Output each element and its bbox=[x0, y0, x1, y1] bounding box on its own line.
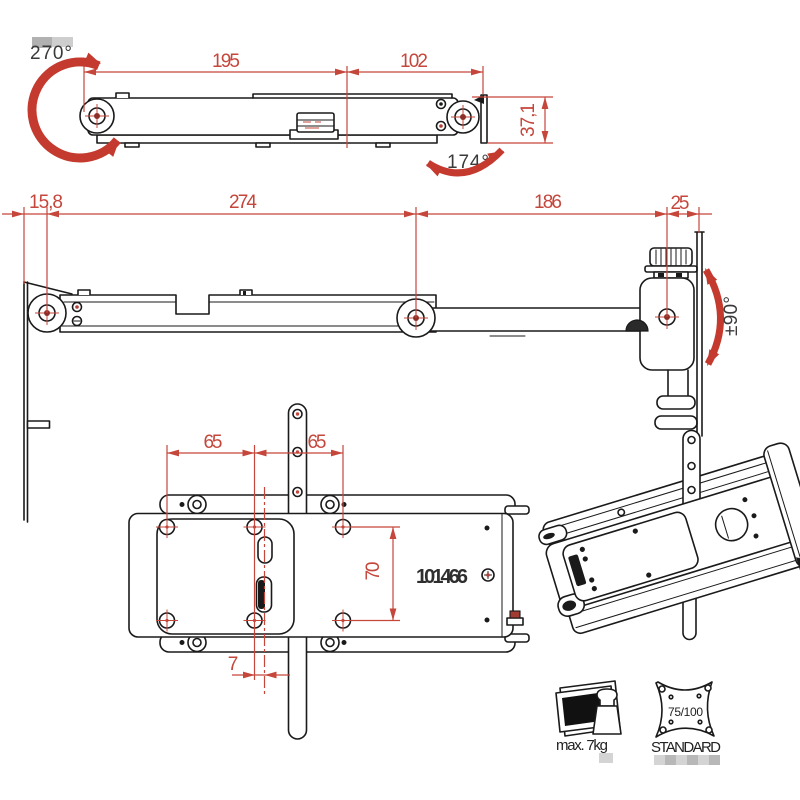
angle-270: 270° bbox=[30, 43, 72, 64]
perspective-view bbox=[538, 429, 800, 641]
dim-186: 186 bbox=[534, 192, 562, 213]
watermark-blur-weight bbox=[599, 753, 613, 763]
dim-7: 7 bbox=[228, 654, 239, 675]
side-view: 15,8 274 186 25 ±90° bbox=[2, 192, 742, 523]
side-view-arm2 bbox=[419, 307, 656, 332]
dim-195: 195 bbox=[212, 51, 240, 72]
dim-65-left: 65 bbox=[204, 432, 223, 453]
max-load-caption: max. 7kg bbox=[556, 737, 608, 754]
side-view-wall-rail bbox=[23, 281, 29, 523]
vesa-standard-label: STANDARD bbox=[651, 739, 721, 756]
side-view-tilt-head bbox=[625, 231, 705, 439]
dim-70: 70 bbox=[363, 562, 384, 581]
side-view-tilt-arrow: ±90° bbox=[700, 265, 742, 369]
top-view-arm-drawing bbox=[79, 92, 488, 148]
front-view-drawing: 101466 bbox=[128, 403, 530, 740]
side-view-arm1 bbox=[59, 294, 437, 333]
angle-pm90: ±90° bbox=[721, 296, 742, 336]
dim-25: 25 bbox=[671, 193, 690, 214]
watermark-blur-vesa bbox=[654, 755, 665, 765]
rotation-arc-270 bbox=[27, 57, 121, 163]
top-view: 195 102 37,1 270° 174° bbox=[27, 37, 553, 177]
top-view-rotation-174: 174° bbox=[423, 146, 507, 177]
top-view-dimensions: 195 102 37,1 bbox=[83, 51, 553, 148]
perspective-wall-rail bbox=[682, 429, 701, 513]
top-view-rotation-270: 270° bbox=[27, 37, 124, 163]
vesa-badge: 75/100 STANDARD bbox=[651, 681, 721, 765]
dim-102: 102 bbox=[400, 51, 428, 72]
weight-icon bbox=[596, 688, 618, 707]
side-view-vesa-plate-edge bbox=[694, 231, 705, 439]
dim-15-8: 15,8 bbox=[29, 192, 63, 213]
dim-37-1: 37,1 bbox=[518, 103, 539, 137]
perspective-cable-hole bbox=[714, 507, 749, 542]
front-view: 101466 65 65 70 7 bbox=[128, 403, 530, 740]
watermark-blur-topleft bbox=[32, 37, 52, 48]
perspective-plate-assembly bbox=[538, 442, 800, 618]
front-view-wall-rail bbox=[287, 403, 308, 740]
dim-65-right: 65 bbox=[308, 432, 327, 453]
max-load-badge: max. 7kg bbox=[555, 680, 622, 763]
side-view-drawing bbox=[23, 231, 705, 523]
max-load-icon bbox=[555, 680, 622, 737]
dim-274: 274 bbox=[229, 192, 257, 213]
side-view-dimensions: 15,8 274 186 25 bbox=[2, 192, 712, 318]
part-number: 101466 bbox=[416, 566, 468, 588]
vesa-size-label: 75/100 bbox=[668, 705, 703, 719]
front-view-inner-plate bbox=[156, 518, 295, 635]
front-view-dimensions: 65 65 70 7 bbox=[166, 432, 400, 695]
